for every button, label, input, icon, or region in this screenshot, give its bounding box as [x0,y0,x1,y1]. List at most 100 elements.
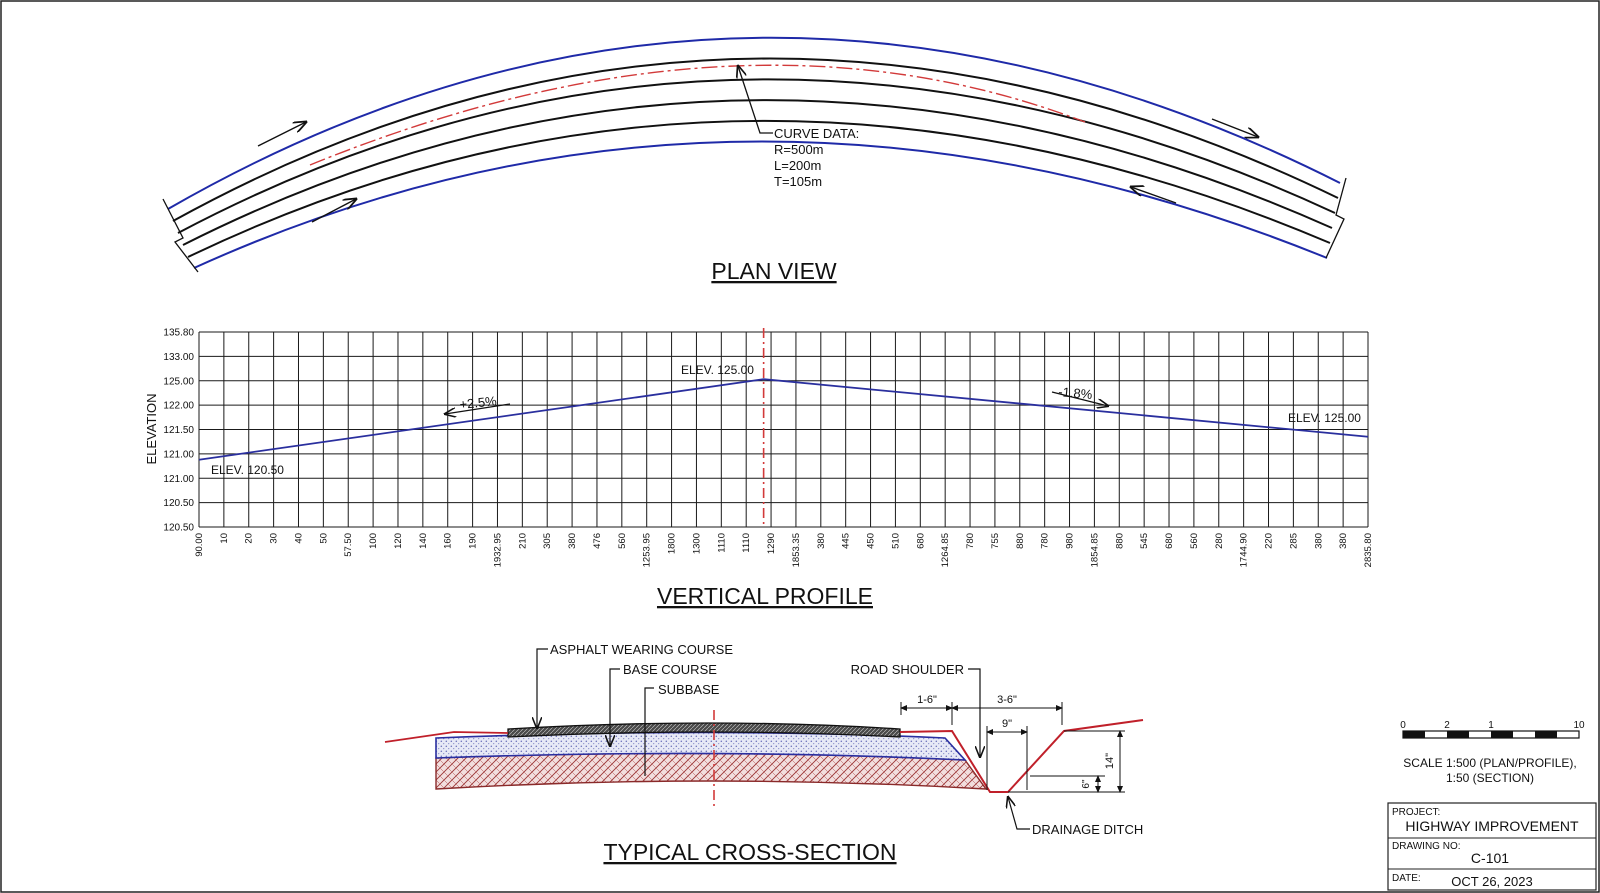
base-course-label: BASE COURSE [623,662,717,677]
ditch-depth-label: 14" [1104,753,1116,769]
x-tick-label: 560 [1189,533,1200,549]
lane-line [172,57,1339,222]
x-tick-label: 780 [965,533,976,549]
x-tick-label: 1744.90 [1239,533,1250,567]
profile-y-ticks: 135.80133.00125.00122.00121.50121.00121.… [163,328,194,534]
centerline [309,64,1086,166]
x-tick-label: 57.50 [343,533,354,557]
x-tick-label: 285 [1288,533,1299,549]
y-tick-label: 121.50 [163,425,194,436]
curve-data-heading: CURVE DATA: [774,126,859,141]
y-tick-label: 121.00 [163,449,194,460]
x-tick-label: 1110 [741,533,752,553]
direction-arrow [1211,118,1258,137]
x-tick-label: 880 [1114,533,1125,549]
subbase-label: SUBBASE [658,682,720,697]
typical-cross-section: ASPHALT WEARING COURSE BASE COURSE SUBBA… [384,642,1144,865]
x-tick-label: 560 [617,533,628,549]
lane-line [177,78,1336,234]
subbase-layer [435,752,988,790]
x-tick-label: 305 [542,533,553,549]
base-course-leader [610,668,620,746]
cross-section-title: TYPICAL CROSS-SECTION [603,839,896,865]
direction-arrow [311,199,356,223]
x-tick-label: 30 [269,533,280,544]
x-tick-label: 380 [816,533,827,549]
drainage-ditch-label: DRAINAGE DITCH [1032,822,1143,837]
y-tick-label: 120.50 [163,498,194,509]
grade-up-arrow [445,403,511,414]
grade-down-label: -1.8% [1058,384,1094,402]
curve-data-tangent: T=105m [774,174,822,189]
grade-down-arrow [1051,391,1108,406]
road-shoulder-leader [968,668,980,757]
ditch-bottom-dimension-label: 9" [1002,718,1012,730]
x-tick-label: 1800 [667,533,678,554]
x-tick-label: 755 [990,533,1001,549]
x-tick-label: 220 [1264,533,1275,549]
scale-text-line1: SCALE 1:500 (PLAN/PROFILE), [1403,756,1576,770]
x-tick-label: 1110 [716,533,727,553]
scale-tick-1: 1 [1488,720,1494,731]
x-tick-label: 450 [866,533,877,549]
drainage-ditch-leader [1008,797,1030,830]
x-tick-label: 1253.95 [642,533,653,567]
road-shoulder-label: ROAD SHOULDER [851,662,964,677]
y-tick-label: 121.00 [163,474,194,485]
date-label: DATE: [1392,873,1421,884]
grade-up-label: +2.5% [459,393,498,412]
x-tick-label: 20 [244,533,255,544]
drawing-number-value: C-101 [1471,850,1509,866]
ground-line-right [899,719,1144,793]
subbase-leader [644,687,654,776]
shoulder-dimension-label: 1-6" [917,694,937,706]
asphalt-layer [507,722,901,738]
curve-data-length: L=200m [774,158,821,173]
scale-bar: 0 2 1 10 SCALE 1:500 (PLAN/PROFILE), 1:5… [1400,720,1585,785]
peak-elevation-label: ELEV. 125.00 [681,363,754,377]
scale-text-line2: 1:50 (SECTION) [1446,771,1534,785]
elevation-axis-label: ELEVATION [144,393,159,464]
x-tick-label: 1853.35 [791,533,802,567]
x-tick-label: 10 [219,533,230,544]
x-tick-label: 1264.85 [940,533,951,567]
road-edge-outer [167,36,1341,210]
project-label: PROJECT: [1392,807,1440,818]
scale-tick-2: 2 [1444,720,1450,731]
scale-tick-10: 10 [1573,720,1585,731]
date-value: OCT 26, 2023 [1451,874,1532,889]
curve-data-radius: R=500m [774,142,824,157]
road-edge-inner [193,140,1328,269]
x-tick-label: 380 [1338,533,1349,549]
x-tick-label: 210 [517,533,528,549]
x-tick-label: 2835.80 [1363,533,1374,567]
x-tick-label: 680 [915,533,926,549]
lane-line [187,119,1331,258]
x-tick-label: 1300 [691,533,702,554]
x-tick-label: 100 [368,533,379,549]
asphalt-label: ASPHALT WEARING COURSE [550,642,733,657]
asphalt-leader [537,648,548,728]
x-tick-label: 980 [1065,533,1076,549]
x-tick-label: 380 [567,533,578,549]
x-tick-label: 140 [418,533,429,549]
project-value: HIGHWAY IMPROVEMENT [1405,818,1579,834]
ditch-small-depth-label: 6" [1081,779,1092,789]
x-tick-label: 1290 [766,533,777,554]
break-line [1325,177,1347,259]
ground-line-left [384,731,509,743]
vertical-profile-title: VERTICAL PROFILE [657,583,873,609]
ditch-top-dimension-label: 3-6" [997,694,1017,706]
profile-grid [198,331,1369,528]
x-tick-label: 1932.95 [492,533,503,567]
x-tick-label: 680 [1164,533,1175,549]
plan-view-title: PLAN VIEW [711,258,837,284]
title-block: PROJECT: HIGHWAY IMPROVEMENT DRAWING NO:… [1387,802,1597,891]
direction-arrow [1131,187,1177,204]
x-tick-label: 190 [468,533,479,549]
break-line [162,198,199,273]
scale-tick-0: 0 [1400,720,1406,731]
direction-arrow [257,122,306,147]
